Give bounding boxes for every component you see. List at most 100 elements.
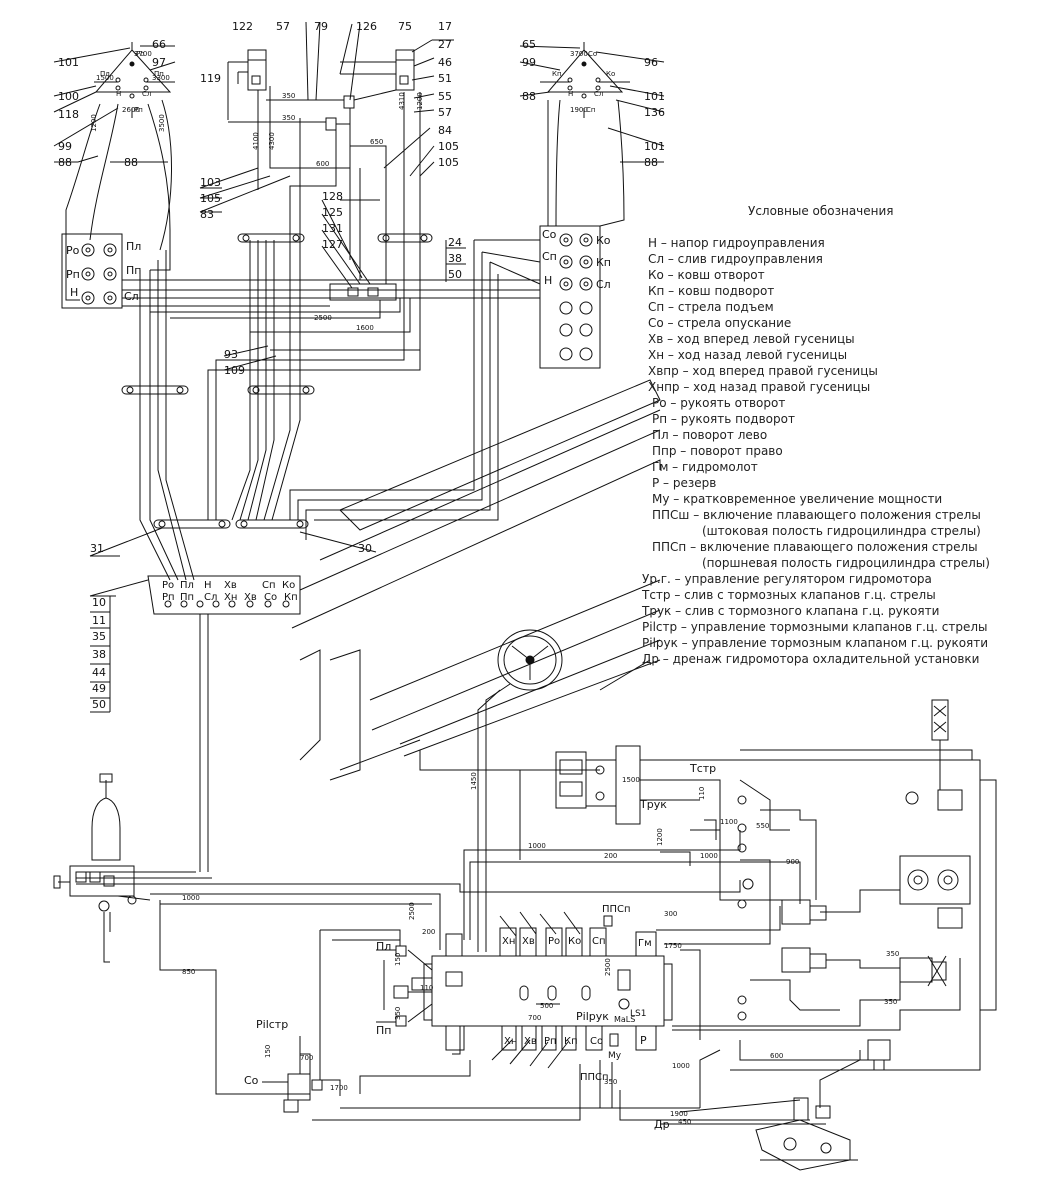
legend-item: (поршневая полость гидроцилиндра стрелы) [702,556,990,570]
manifold-label: Н [204,580,212,591]
callout-stack-bottom-left [90,596,111,713]
dimension: 200 [422,928,435,936]
dimension: 700 [300,1054,313,1062]
joystick-label: Сл [594,90,603,98]
callout: 105 [438,140,459,153]
callout: 46 [438,56,452,69]
legend-item: Рп – рукоять подворот [652,412,795,426]
valve-label: Хв [522,936,535,947]
callout: 118 [58,108,79,121]
callout: 136 [644,106,665,119]
callout: 83 [200,208,214,221]
valve-label: Гм [638,938,652,949]
legend-item: Кп – ковш подворот [648,284,775,298]
clamp-middle [121,385,315,395]
valve-label: Хв [524,1036,537,1047]
callout: 125 [322,206,343,219]
callout: 105 [438,156,459,169]
joystick-label: Пл [100,70,110,78]
callout: 11 [92,614,106,627]
legend-item: Гм – гидромолот [652,460,758,474]
dimension: 1000 [528,842,546,850]
manifold-label: Рп [162,592,175,603]
legend-item: Хв – ход вперед левой гусеницы [648,332,855,346]
legend-item: Сл – слив гидроуправления [648,252,823,266]
legend-item: Му – кратковременное увеличение мощности [652,492,943,506]
left-small-valves [376,945,433,1027]
dimension: 700 [528,1014,541,1022]
dimension: 3500 [158,114,166,132]
manifold-label: Сл [204,592,217,603]
right-block-valves [781,899,947,1071]
clamp-upper [237,233,433,243]
dimension: 1450 [470,772,478,790]
callout: 79 [314,20,328,33]
valve-label: МаLS [614,1015,635,1024]
valve-label: Хн [502,936,515,947]
callout: 27 [438,38,452,51]
callout: 50 [92,698,106,711]
manifold-label: Хв [224,580,237,591]
joystick-label: Рп [134,106,143,114]
dimension: 1750 [664,942,682,950]
callout: 88 [644,156,658,169]
legend-item: Хнпр – ход назад правой гусеницы [648,380,871,394]
callout: 109 [224,364,245,377]
port-label: Н [544,274,552,287]
valve-label: Му [608,1051,622,1061]
legend-item: Трук – слив с тормозного клапана г.ц. ру… [642,604,940,618]
dimension: 850 [182,968,195,976]
callout: 24 [448,236,462,249]
dimension: 4310 [398,92,406,110]
dimension: 4300 [268,132,276,150]
valve-label: Р [640,1034,647,1047]
joystick-label: Н [116,90,121,98]
right-joystick [519,42,665,163]
port-label: Ко [596,234,611,247]
dimension: 350 [282,114,295,122]
dimension: 1200 [656,828,664,846]
pedal-unit-right [340,49,415,91]
callout: 105 [200,192,221,205]
callout: 97 [152,56,166,69]
legend-item: (штоковая полость гидроцилиндра стрелы) [702,524,981,538]
dimension: 1200 [90,114,98,132]
misc-label: Со [244,1074,259,1087]
legend-item: Рilстр – управление тормозными клапанов … [642,620,988,634]
manifold-label: Со [264,592,277,603]
legend-item: Хн – ход назад левой гусеницы [648,348,848,362]
manifold-label: Ко [282,580,295,591]
legend-item: Тстр – слив с тормозных клапанов г.ц. ст… [642,588,936,602]
legend-item: Ур.г. – управление регулятором гидромото… [642,572,932,586]
misc-label: Рilстр [256,1018,288,1031]
dimension: 3700 [570,50,588,58]
misc-label: Тстр [689,762,716,775]
callout: 122 [232,20,253,33]
joystick-label: Со [588,50,597,58]
port-label: Пп [126,264,141,277]
lower-manifold [89,575,301,615]
callout: 38 [92,648,106,661]
dimension: 2500 [314,314,332,322]
legend-item: Н – напор гидроуправления [648,236,825,250]
port-label: Кп [596,256,611,269]
dimension: 150 [394,953,402,966]
joystick-label: Кп [552,70,562,78]
legend-item: ППСш – включение плавающего положения ст… [652,508,981,522]
legend-item: Хвпр – ход вперед правой гусеницы [648,364,878,378]
valve-label: Рп [544,1036,557,1047]
callout: 10 [92,596,106,609]
dimension: 350 [282,92,295,100]
callout: 17 [438,20,452,33]
legend-item: ППСп – включение плавающего положения ст… [652,540,978,554]
callout: 99 [522,56,536,69]
dimension: 4100 [252,132,260,150]
callout: 131 [322,222,343,235]
dimension: 350 [394,1007,402,1020]
dimension: 600 [316,160,329,168]
dimension: 300 [664,910,677,918]
dimension: 1100 [720,818,738,826]
dimension: 350 [886,950,899,958]
dimension: 550 [756,822,769,830]
